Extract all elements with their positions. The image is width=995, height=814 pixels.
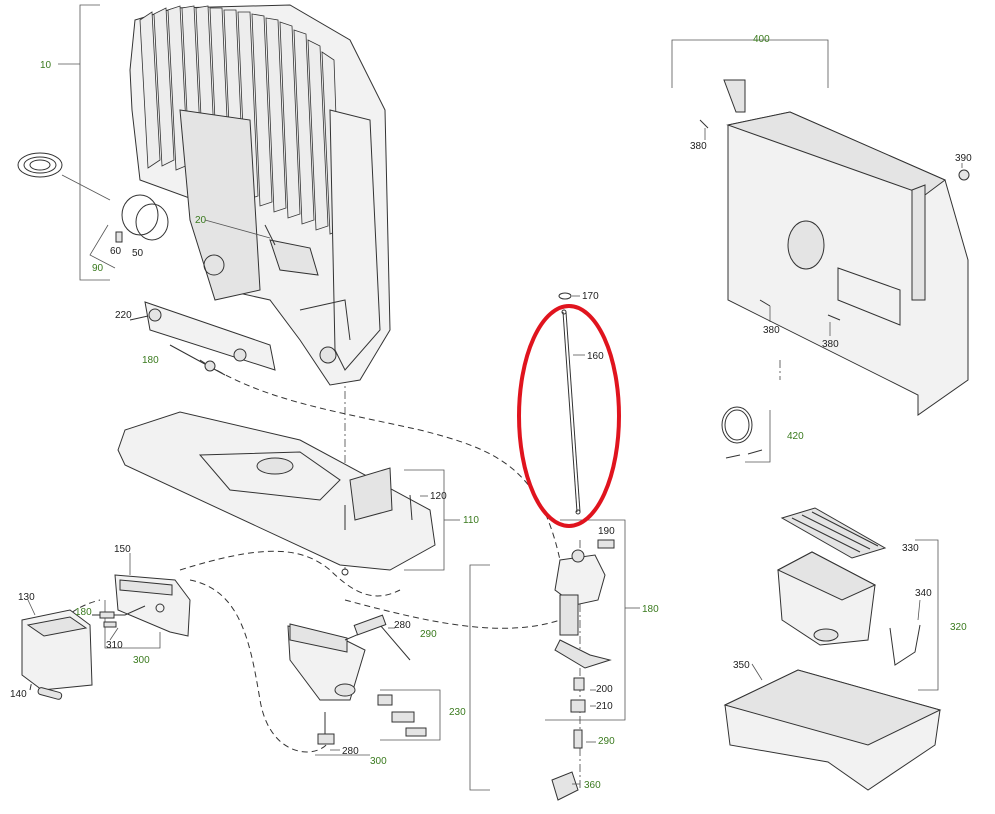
label-340: 340 (915, 588, 932, 599)
exchanger-fins (139, 5, 341, 235)
label-90: 90 (92, 263, 104, 274)
part-labels: 10 20 60 50 90 220 180 120 110 150 130 1… (10, 34, 972, 791)
part-170-cap (558, 292, 572, 300)
coil-spring-icon (17, 152, 63, 178)
label-110: 110 (463, 515, 479, 526)
exchanger-port (319, 346, 337, 364)
label-300a: 300 (133, 655, 150, 666)
label-290a: 290 (420, 629, 437, 640)
label-420: 420 (787, 431, 804, 442)
part-110-base-plate (117, 411, 436, 576)
part-20-heating-element (204, 219, 319, 276)
highlight-ellipse (517, 304, 621, 528)
label-170: 170 (582, 291, 599, 302)
label-190: 190 (598, 526, 615, 537)
label-20: 20 (195, 215, 207, 226)
part-290-nozzle (573, 729, 583, 749)
label-330: 330 (902, 543, 919, 554)
label-180b: 180 (75, 607, 92, 618)
label-120: 120 (430, 491, 447, 502)
label-140: 140 (10, 689, 27, 700)
part-310-sensor-lead (92, 605, 146, 641)
part-220-igniter-rail (129, 301, 276, 376)
part-180-gas-valve (551, 539, 615, 801)
label-130: 130 (18, 592, 35, 603)
label-180c: 180 (642, 604, 659, 615)
part-150-control-module (114, 553, 191, 637)
label-160: 160 (587, 351, 604, 362)
label-300b: 300 (370, 756, 387, 767)
part-340-bracket-wire (889, 599, 921, 666)
part-320-collector (776, 551, 877, 646)
label-310: 310 (106, 640, 123, 651)
label-60: 60 (110, 246, 122, 257)
label-150: 150 (114, 544, 131, 555)
label-320: 320 (950, 622, 967, 633)
base-plate-shield (349, 467, 393, 521)
part-90-clamp-assembly (17, 152, 169, 243)
part-420-seal-kit (721, 406, 763, 459)
part-350-drip-tray (723, 663, 942, 791)
label-180a: 180 (142, 355, 159, 366)
part-140-fuse (37, 687, 63, 700)
label-400: 400 (753, 34, 770, 45)
label-10: 10 (40, 60, 52, 71)
part-160-rod (558, 292, 585, 515)
ring-clamp-60 (121, 194, 159, 236)
part-230-burner (287, 614, 427, 751)
label-380c: 380 (822, 339, 839, 350)
label-290b: 290 (598, 736, 615, 747)
label-350: 350 (733, 660, 750, 671)
part-130-control-unit (21, 599, 93, 691)
label-380b: 380 (763, 325, 780, 336)
label-50: 50 (132, 248, 144, 259)
cover-vent-hole (787, 220, 825, 270)
label-280a: 280 (394, 620, 411, 631)
o-ring-50 (135, 203, 169, 241)
part-390-clip (958, 169, 970, 181)
label-220: 220 (115, 310, 132, 321)
part-400-cover (699, 79, 970, 416)
part-360-elbow (551, 771, 579, 801)
label-390: 390 (955, 153, 972, 164)
part-330-grille (780, 507, 887, 559)
label-380a: 380 (690, 141, 707, 152)
bracket-lines (58, 4, 939, 791)
heat-exchanger (129, 4, 391, 386)
label-230: 230 (449, 707, 466, 718)
label-360: 360 (584, 780, 601, 791)
part-180-probe (169, 344, 226, 376)
part-210-nut (570, 699, 586, 713)
label-200: 200 (596, 684, 613, 695)
label-280b: 280 (342, 746, 359, 757)
label-210: 210 (596, 701, 613, 712)
